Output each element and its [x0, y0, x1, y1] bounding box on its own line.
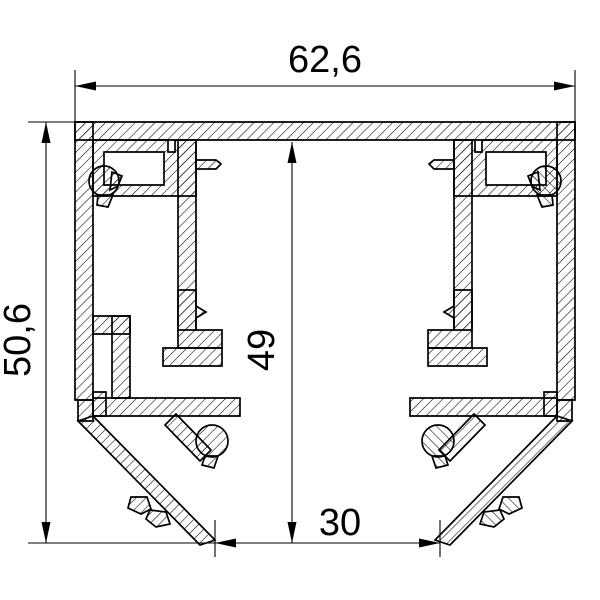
- left-lower-shelf: [92, 397, 241, 417]
- right-lower-shelf: [409, 397, 558, 417]
- right-outer-wall: [556, 121, 576, 401]
- left-strut-boss: [195, 424, 229, 470]
- right-wing-outer-face: [556, 399, 573, 422]
- left-wing-outer-face: [77, 399, 94, 422]
- left-wing-barb: [126, 496, 172, 528]
- right-strut-boss: [421, 424, 455, 470]
- top-wall-slab: [74, 121, 576, 141]
- left-shelf-end-lip: [92, 391, 107, 417]
- dimension-label-inner-height: 49: [241, 329, 283, 371]
- dimension-label-width: 62,6: [288, 39, 362, 81]
- dimension-label-base-width: 30: [319, 502, 361, 544]
- right-web-lip: [427, 159, 455, 170]
- right-shelf-end-lip: [543, 391, 558, 417]
- profile-geometry: [74, 121, 576, 546]
- dimension-annotations: [28, 70, 576, 557]
- left-screw-boss: [88, 165, 124, 208]
- left-web-lip: [195, 159, 223, 170]
- right-rail-step: [427, 347, 488, 367]
- right-screw-boss: [526, 165, 562, 208]
- right-wing-barb: [478, 496, 524, 528]
- left-rail-step: [162, 347, 223, 367]
- left-outer-wall: [74, 121, 94, 401]
- left-step-riser: [111, 315, 131, 399]
- dimension-label-height: 50,6: [0, 303, 39, 377]
